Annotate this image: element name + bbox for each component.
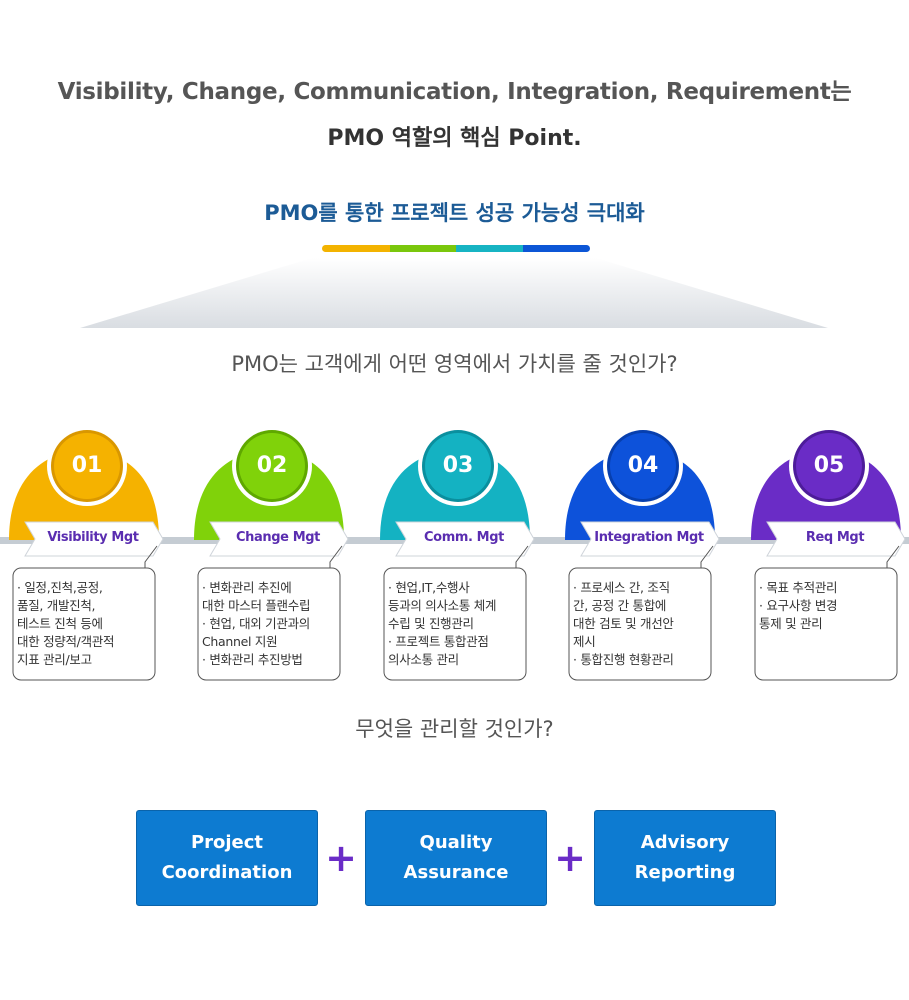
area-text-box (197, 567, 341, 681)
area-description-line: 지표 관리/보고 (17, 652, 92, 667)
area-label-ribbon (24, 521, 164, 557)
area-description-line: 등과의 의사소통 체계 (388, 598, 497, 613)
area-description-line: 통제 및 관리 (759, 616, 823, 631)
color-bar-yellow (322, 245, 390, 252)
plus-icon: + (325, 836, 357, 880)
area-shape (9, 426, 164, 681)
area-description-line: · 변화관리 추진방법 (202, 652, 303, 667)
area-disc (54, 433, 120, 499)
subtitle: PMO를 통한 프로젝트 성공 가능성 극대화 (264, 201, 645, 225)
question-what-to-manage: 무엇을 관리할 것인가? (355, 717, 554, 741)
headline-line-2: PMO 역할의 핵심 Point. (327, 126, 582, 151)
area-description-line: 대한 정량적/객관적 (17, 634, 115, 649)
area-description-line: · 현업,IT,수행사 (388, 580, 470, 595)
area-shape (194, 426, 349, 681)
spotlight-trapezoid (80, 258, 828, 328)
area-label-ribbon (395, 521, 535, 557)
area-label: Req Mgt (805, 530, 865, 545)
area-description-line: 테스트 진척 등에 (17, 616, 103, 631)
area-description-line: · 변화관리 추진에 (202, 580, 292, 595)
box-line: Project (190, 832, 264, 853)
area-label: Change Mgt (236, 530, 320, 545)
area-description-line: 의사소통 관리 (388, 652, 459, 667)
plus-icon: + (554, 836, 586, 880)
area-connector (144, 545, 158, 568)
color-bar-blue (523, 245, 590, 252)
area-description-line: · 일정,진척,공정, (17, 580, 103, 595)
headline-line-1: Visibility, Change, Communication, Integ… (57, 79, 852, 105)
area-label: Visibility Mgt (47, 530, 139, 545)
area-description-line: 대한 마스터 플랜수립 (202, 598, 311, 613)
area-connector (886, 545, 900, 568)
area-description-line: 대한 검토 및 개선안 (573, 616, 674, 631)
area-description-line: 간, 공정 간 통합에 (573, 598, 667, 613)
area-label-ribbon (209, 521, 349, 557)
box-project-coordination: Project Coordination (136, 810, 318, 906)
area-description-line: · 프로세스 간, 조직 (573, 580, 670, 595)
area-text-box (12, 567, 156, 681)
area-number: 01 (71, 453, 103, 478)
area-description-line: 수립 및 진행관리 (388, 616, 474, 631)
area-label-ribbon (580, 521, 720, 557)
box-line: Assurance (403, 862, 509, 883)
area-label-ribbon (766, 521, 906, 557)
area-number: 03 (442, 453, 474, 478)
area-description-line: Channel 지원 (202, 634, 278, 649)
area-number: 05 (813, 453, 845, 478)
area-label: Comm. Mgt (424, 530, 504, 545)
area-disc (425, 433, 491, 499)
area-description-line: · 통합진행 현황관리 (573, 652, 674, 667)
box-advisory-reporting: Advisory Reporting (594, 810, 776, 906)
area-connector (515, 545, 529, 568)
box-line: Quality (419, 832, 493, 853)
color-bar-teal (456, 245, 523, 252)
area-disc (239, 433, 305, 499)
area-text-box (754, 567, 898, 681)
area-shape (380, 426, 535, 681)
area-description-line: · 프로젝트 통합관점 (388, 634, 489, 649)
box-line: Coordination (161, 862, 293, 883)
area-text-box (383, 567, 527, 681)
area-connector (700, 545, 714, 568)
area-connector (329, 545, 343, 568)
area-description-line: 제시 (573, 634, 596, 649)
area-description-line: · 요구사항 변경 (759, 598, 838, 613)
question-value-area: PMO는 고객에게 어떤 영역에서 가치를 줄 것인가? (231, 352, 678, 376)
color-bar-green (390, 245, 456, 252)
area-description-line: 품질, 개발진척, (17, 598, 96, 613)
area-disc (796, 433, 862, 499)
area-shape (751, 426, 906, 681)
box-line: Reporting (634, 862, 736, 883)
area-number: 02 (256, 453, 288, 478)
area-description-line: · 목표 추적관리 (759, 580, 838, 595)
box-line: Advisory (640, 832, 730, 853)
area-label: Integration Mgt (594, 530, 704, 545)
area-number: 04 (627, 453, 659, 478)
area-text-box (568, 567, 712, 681)
area-description-line: · 현업, 대외 기관과의 (202, 616, 310, 631)
area-disc (610, 433, 676, 499)
box-quality-assurance: Quality Assurance (365, 810, 547, 906)
area-shape (565, 426, 720, 681)
